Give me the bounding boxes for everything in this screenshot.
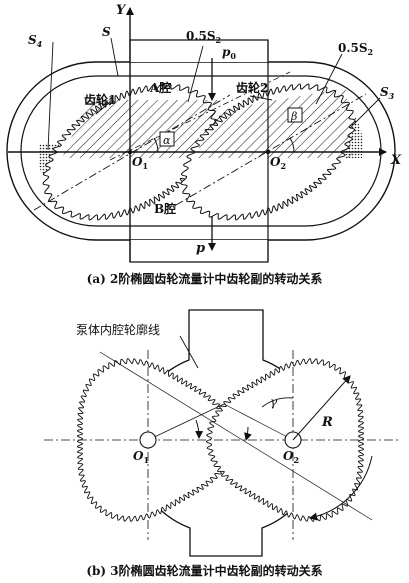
beta-box [287, 107, 303, 123]
gear2-label: 齿轮2 [236, 80, 268, 95]
s4-label-main: S [28, 33, 37, 47]
radius-line [292, 375, 351, 441]
b-o2-sub: 2 [293, 455, 299, 465]
figure-b: 泵体内腔轮廓线 O1 O2 γ R [44, 309, 400, 557]
alpha-box [159, 131, 175, 147]
leader-s [110, 37, 119, 77]
alpha-arc [153, 137, 159, 153]
b-tangent-line-3 [223, 403, 294, 441]
o2-label: O2 [270, 155, 286, 171]
s-label: S [102, 25, 111, 39]
p-label: p [196, 241, 205, 256]
p0-label: p0 [222, 45, 236, 61]
center-o2-dot [265, 149, 271, 155]
leader-half-s2-right [315, 53, 343, 105]
leader-s3 [349, 97, 381, 129]
pump-contour-label: 泵体内腔轮廓线 [76, 322, 160, 337]
outer-rotation-arc [309, 455, 373, 521]
p0-sub: 0 [230, 51, 236, 61]
leader-s4 [47, 41, 54, 151]
radius-label: R [321, 415, 333, 430]
b-o1-main: O [133, 449, 144, 463]
b-o1-label: O1 [133, 449, 149, 465]
b-o2-label: O2 [283, 449, 299, 465]
o2-sub: 2 [280, 161, 286, 171]
caption-figure-b: (b) 3阶椭圆齿轮流量计中齿轮副的转动关系 [86, 564, 323, 578]
leader-gear1 [95, 101, 111, 115]
center-o1-dot [127, 149, 133, 155]
rotation-arrow-o1 [195, 419, 204, 439]
contour-leader [179, 335, 199, 369]
half-s2-right-label: 0.5S2 [338, 41, 373, 57]
o1-main: O [132, 155, 143, 169]
s3-main: S [380, 85, 389, 99]
b-tangent-line-1 [99, 351, 373, 521]
caption-figure-a: (a) 2阶椭圆齿轮流量计中齿轮副的转动关系 [86, 272, 323, 286]
o1-sub: 1 [142, 161, 148, 171]
gear2-major-axis [175, 93, 367, 206]
y-axis-label: Y [116, 3, 127, 18]
hub-o1 [139, 431, 157, 449]
b-o2-main: O [283, 449, 294, 463]
half-s2-left-label: 0.5S2 [186, 29, 221, 45]
figure-a: Y X S4 S 0.5S2 p0 0.5S2 S3 A腔 B腔 齿轮1 齿轮2… [6, 3, 402, 263]
rotation-arrow-o2 [244, 426, 252, 441]
gear-contact-line [109, 71, 291, 161]
gamma-label: γ [270, 395, 278, 409]
s4-label-sub: 4 [37, 39, 43, 49]
inlet-port [129, 39, 269, 62]
s3-label: S3 [380, 85, 395, 101]
leader-half-s2-left [187, 45, 204, 103]
b-o1-sub: 1 [143, 455, 149, 465]
p0-main: p [222, 45, 231, 59]
b-tangent-line-2 [147, 403, 225, 441]
x-axis-label: X [390, 153, 402, 168]
chamber-a-label: A腔 [149, 80, 171, 95]
alpha-label: α [163, 134, 171, 147]
gear1-label: 齿轮1 [84, 92, 116, 107]
s4-label: S4 [28, 33, 43, 49]
half-s2-right-sub: 2 [368, 47, 374, 57]
half-s2-left-main: 0.5S [186, 29, 216, 43]
o2-main: O [270, 155, 281, 169]
half-s2-left-sub: 2 [216, 35, 222, 45]
half-s2-right-main: 0.5S [338, 41, 368, 55]
chamber-b-label: B腔 [154, 201, 176, 216]
leader-gear2 [249, 95, 273, 101]
s3-sub: 3 [389, 91, 395, 101]
casing-inner [20, 75, 382, 227]
beta-label: β [290, 110, 297, 123]
gamma-arc [261, 397, 294, 408]
beta-arc [289, 137, 295, 153]
casing-outer [6, 61, 396, 241]
o1-label: O1 [132, 155, 148, 171]
